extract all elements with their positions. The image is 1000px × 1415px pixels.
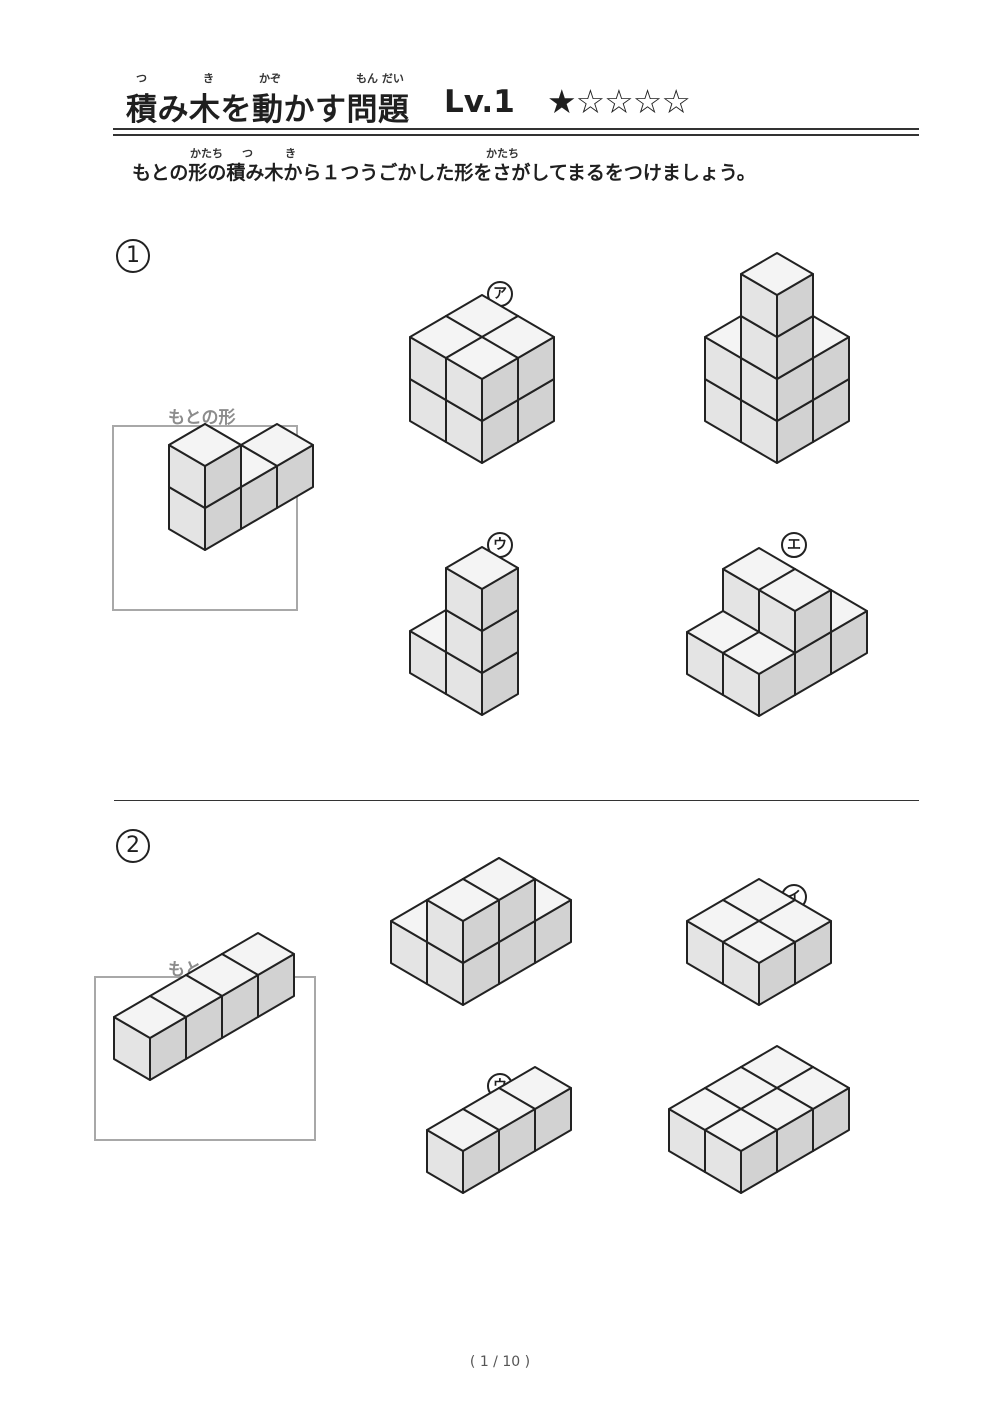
q1-option-3-shape[interactable] xyxy=(409,546,519,716)
q1-original-label: もとの形 xyxy=(168,408,236,428)
page-title: 積み木を動かす問題 xyxy=(126,92,410,128)
q1-option-e-label[interactable]: エ xyxy=(781,532,807,558)
question-1-number: 1 xyxy=(116,239,150,273)
question-2-number: 2 xyxy=(116,829,150,863)
cube-face-top xyxy=(445,546,519,590)
q2-original-shape[interactable] xyxy=(113,932,295,1081)
q2-option-3-shape[interactable] xyxy=(426,1066,572,1194)
cube-face-top xyxy=(426,1108,500,1152)
q2-option-4-shape[interactable] xyxy=(668,1045,850,1194)
q1-option-2-shape[interactable] xyxy=(704,252,850,464)
cube-face-top xyxy=(445,336,519,380)
level-label: Lv.1 xyxy=(444,84,515,120)
cube-face-top xyxy=(426,878,500,922)
ruby-tsu-2: つ xyxy=(242,147,253,160)
difficulty-stars: ★☆☆☆☆ xyxy=(547,82,691,121)
cube-face-top xyxy=(740,252,814,296)
ruby-katachi-2: かたち xyxy=(486,147,519,160)
ruby-tsu: つ xyxy=(136,72,147,85)
cube-face-top xyxy=(704,1108,778,1152)
header-rule-top xyxy=(113,128,919,130)
page-number: ( 1 / 10 ) xyxy=(469,1354,531,1370)
ruby-ugo: かぞ xyxy=(259,72,281,85)
cube-face-top xyxy=(722,631,796,675)
q2-option-1-shape[interactable] xyxy=(390,857,572,1006)
cube-face-top xyxy=(758,568,832,612)
q1-option-4-shape[interactable] xyxy=(686,547,868,717)
ruby-ki: き xyxy=(203,72,214,85)
header-rule-bottom xyxy=(113,134,919,136)
ruby-mondai: もん だい xyxy=(356,72,404,85)
q1-original-shape[interactable] xyxy=(168,423,314,551)
cube-face-top xyxy=(168,423,242,467)
q2-option-2-shape[interactable] xyxy=(686,878,832,1006)
ruby-katachi: かたち xyxy=(190,147,223,160)
cube-face-top xyxy=(113,995,187,1039)
q1-option-1-shape[interactable] xyxy=(409,294,555,464)
ruby-ki-2: き xyxy=(285,147,296,160)
cube-face-top xyxy=(722,920,796,964)
question-divider xyxy=(114,800,919,801)
instruction-text: もとの形の積み木から１つうごかした形をさがしてまるをつけましょう。 xyxy=(132,162,756,184)
